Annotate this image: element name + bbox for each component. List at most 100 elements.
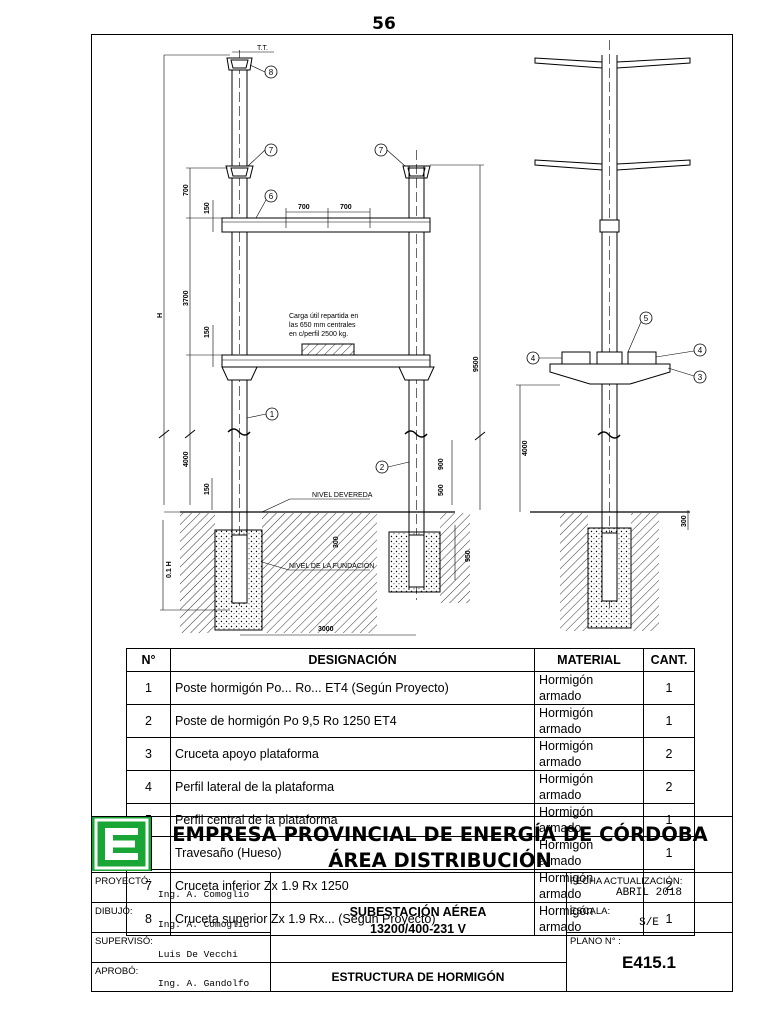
company-logo — [92, 817, 151, 871]
cell-material: Hormigón armado — [534, 770, 644, 804]
escala-value: S/E — [639, 917, 659, 929]
drawing-title: SUBESTACIÓN AÉREA 13200/400-231 V — [270, 904, 566, 938]
fecha-value: ABRIL 2018 — [615, 887, 682, 899]
dim-700-a: 700 — [298, 204, 310, 211]
cell-cant: 2 — [643, 770, 695, 804]
dim-700-left: 700 — [183, 184, 190, 196]
plano-value: E415.1 — [622, 953, 676, 972]
superviso-value: Luis De Vecchi — [158, 949, 238, 960]
dim-3700: 3700 — [183, 290, 190, 306]
table-row: 8 Cruceta superior Zx 1.9 Rx... (Según P… — [126, 902, 695, 936]
dim-300-a: 300 — [333, 536, 340, 548]
cell-cant: 1 — [643, 704, 695, 738]
cell-material: Hormigón armado — [534, 836, 644, 870]
dim-9500: 9500 — [473, 356, 480, 372]
side-pole — [516, 40, 691, 631]
cell-material: Hormigón armado — [534, 737, 644, 771]
col-n: N° — [126, 648, 171, 672]
company-line1: EMPRESA PROVINCIAL DE ENERGÍA DE CÓRDOBA — [172, 823, 708, 846]
cell-designacion: Travesaño (Hueso) — [170, 836, 535, 870]
company-line2: ÁREA DISTRIBUCIÓN — [328, 849, 552, 872]
cell-designacion: Perfil lateral de la plataforma — [170, 770, 535, 804]
col-cant: CANT. — [643, 648, 695, 672]
col-designacion: DESIGNACIÓN — [170, 648, 535, 672]
dim-01h: 0.1 H — [166, 561, 173, 578]
cell-cant: 1 — [643, 803, 695, 837]
crossarm-7-left — [225, 165, 254, 179]
cell-cant: 2 — [643, 737, 695, 771]
dibujo-value: Ing. A. Comoglio — [158, 919, 250, 930]
cell-designacion: Cruceta inferior Zx 1.9 Rx 1250 — [170, 869, 535, 903]
cell-designacion: Cruceta apoyo plataforma — [170, 737, 535, 771]
cell-n: 4 — [126, 770, 171, 804]
dim-900: 900 — [438, 458, 445, 470]
fecha-label: FECHA ACTUALIZACIÓN: — [570, 876, 683, 887]
dim-4000-right: 4000 — [522, 440, 529, 456]
load-note-line1: Carga útil repartida en — [289, 313, 358, 320]
table-row: 4 Perfil lateral de la plataforma Hormig… — [126, 770, 695, 804]
proyecto-label: PROYECTÓ: — [95, 876, 151, 887]
callout-4-right: 4 — [698, 346, 703, 355]
company-name: EMPRESA PROVINCIAL DE ENERGÍA DE CÓRDOBA… — [160, 822, 720, 874]
load-note-line3: en c/perfil 2500 kg. — [289, 331, 348, 338]
table-row: 1 Poste hormigón Po... Ro... ET4 (Según … — [126, 671, 695, 705]
page-number: 56 — [372, 14, 396, 34]
cell-n: 3 — [126, 737, 171, 771]
callout-8: 8 — [269, 68, 274, 77]
dim-300-right: 300 — [681, 515, 688, 527]
table-header-row: N° DESIGNACIÓN MATERIAL CANT. — [126, 648, 695, 672]
title-line2: 13200/400-231 V — [370, 922, 466, 936]
callout-6: 6 — [269, 192, 274, 201]
cell-cant: 1 — [643, 836, 695, 870]
dim-150-b: 150 — [204, 326, 211, 338]
cell-material: Hormigón armado — [534, 803, 644, 837]
dim-950: 950 — [465, 550, 472, 562]
tt-label: T.T. — [257, 45, 268, 52]
platform — [221, 343, 435, 381]
callout-5: 5 — [644, 314, 649, 323]
title-block — [91, 816, 733, 992]
superviso-label: SUPERVISÓ: — [95, 936, 153, 947]
table-row: 3 Cruceta apoyo plataforma Hormigón arma… — [126, 737, 695, 771]
nivel-fundacion-label: NIVEL DE LA FUNDACIÓN — [289, 561, 374, 570]
pole-1 — [231, 50, 248, 610]
ground-left — [180, 511, 470, 633]
callout-4-left: 4 — [531, 354, 536, 363]
escala-label: ESCALA: — [570, 906, 611, 917]
dim-150-a: 150 — [204, 202, 211, 214]
nivel-vereda-label: NIVEL DEVEREDA — [312, 492, 373, 499]
title-line1: SUBESTACIÓN AÉREA — [349, 905, 487, 919]
callout-2: 2 — [380, 463, 385, 472]
drawing-subtitle: ESTRUCTURA DE HORMIGÓN — [331, 970, 505, 984]
cell-material: Hormigón armado — [534, 902, 644, 936]
dibujo-label: DIBUJÓ: — [95, 906, 133, 917]
cell-cant: 1 — [643, 671, 695, 705]
technical-drawing: 8 7 7 6 1 2 5 4 4 3 T.T. 700 700 700 150… — [157, 40, 707, 636]
cell-cant: 1 — [643, 902, 695, 936]
cell-material: Hormigón armado — [534, 671, 644, 705]
callout-1: 1 — [270, 410, 275, 419]
table-row: 6 Travesaño (Hueso) Hormigón armado 1 — [126, 836, 695, 870]
aprobo-label: APROBÓ: — [95, 966, 139, 977]
cell-designacion: Cruceta superior Zx 1.9 Rx... (Según Pro… — [170, 902, 535, 936]
cell-designacion: Poste hormigón Po... Ro... ET4 (Según Pr… — [170, 671, 535, 705]
crossarm-8 — [226, 51, 274, 71]
callout-3: 3 — [698, 373, 703, 382]
dim-500: 500 — [438, 484, 445, 496]
travesano-6 — [221, 208, 431, 233]
load-note-line2: las 650 mm centrales — [289, 322, 356, 329]
dim-3000: 3000 — [318, 626, 334, 633]
table-row: 2 Poste de hormigón Po 9,5 Ro 1250 ET4 H… — [126, 704, 695, 738]
dim-h: H — [157, 313, 164, 318]
proyecto-value: Ing. A. Comoglio — [158, 889, 250, 900]
aprobo-value: Ing. A. Gandolfo — [158, 978, 250, 989]
cell-designacion: Poste de hormigón Po 9,5 Ro 1250 ET4 — [170, 704, 535, 738]
callout-7-left: 7 — [269, 146, 274, 155]
dim-700-b: 700 — [340, 204, 352, 211]
col-material: MATERIAL — [534, 648, 644, 672]
cell-material: Hormigón armado — [534, 704, 644, 738]
plano-label: PLANO N° : — [570, 936, 621, 947]
dim-4000: 4000 — [183, 451, 190, 467]
cell-n: 1 — [126, 671, 171, 705]
dim-150-c: 150 — [204, 483, 211, 495]
